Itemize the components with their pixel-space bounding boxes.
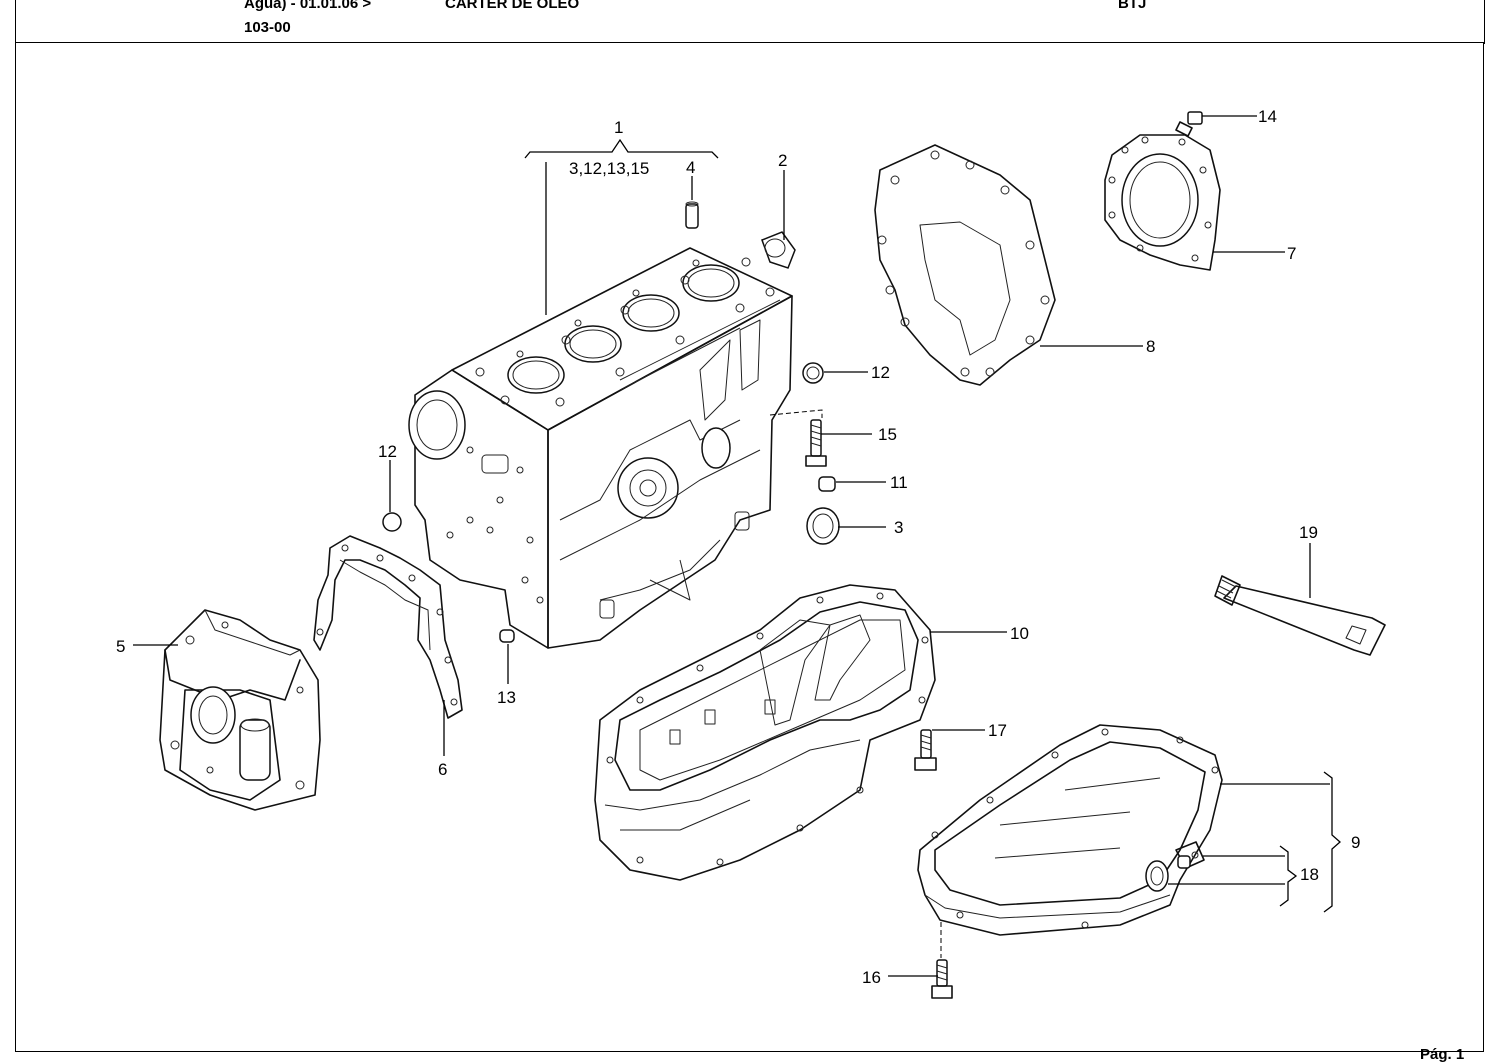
callout-3: 3: [894, 518, 903, 537]
rear-seal-housing-part[interactable]: [1104, 134, 1221, 271]
callout-10: 10: [1010, 624, 1029, 643]
frame-border-left-top: [15, 0, 16, 44]
lower-oil-pan-part[interactable]: [917, 724, 1223, 936]
dashdot-line-15: [769, 409, 823, 418]
bolt-14-part[interactable]: [1175, 111, 1203, 137]
frame-border-right-top: [1484, 0, 1485, 44]
callout-7: 7: [1287, 244, 1296, 263]
diagram-frame: [15, 42, 1484, 1052]
callout-18: 18: [1300, 865, 1319, 884]
callout-bracket-18: [1279, 845, 1298, 907]
callout-bracket-9: [1323, 771, 1341, 913]
callout-14: 14: [1258, 107, 1277, 126]
callout-bracket-1: [524, 138, 719, 159]
engine-block-part[interactable]: [408, 247, 793, 649]
callout-11: 11: [890, 473, 908, 492]
bolt-16-part[interactable]: [931, 959, 953, 999]
callout-15: 15: [878, 425, 897, 444]
drain-plug-18-part[interactable]: [1145, 841, 1205, 892]
page-header: Água) - 01.01.06 > 103-00 CARTER DE ÓLEO…: [0, 0, 1500, 44]
callout-5: 5: [116, 637, 125, 656]
dowel-pin-part[interactable]: [685, 201, 699, 229]
callout-1: 1: [614, 118, 623, 137]
front-cover-gasket-part[interactable]: [313, 535, 463, 719]
oil-seal-plug-part[interactable]: [761, 231, 796, 269]
callout-8: 8: [1146, 337, 1155, 356]
callout-17: 17: [988, 721, 1007, 740]
sealant-tube-part[interactable]: [1214, 575, 1386, 656]
expansion-plug-12-right-part[interactable]: [802, 362, 824, 384]
callout-12-right: 12: [871, 363, 890, 382]
page-number: Pág. 1: [1420, 1046, 1465, 1063]
breadcrumb-line-2: 103-00: [244, 19, 291, 36]
callout-13: 13: [497, 688, 516, 707]
section-title: CARTER DE ÓLEO: [445, 0, 580, 12]
callout-1-subitems: 3,12,13,15: [569, 159, 649, 178]
leader-lines-18: [1168, 855, 1285, 885]
callout-12-left: 12: [378, 442, 397, 461]
callout-9: 9: [1351, 833, 1360, 852]
expansion-plug-12-left-part[interactable]: [382, 512, 402, 532]
callout-2: 2: [778, 151, 787, 170]
callout-4: 4: [686, 158, 695, 177]
rear-plate-gasket-part[interactable]: [874, 144, 1056, 386]
seal-ring-3-part[interactable]: [806, 507, 840, 545]
engine-code: BTJ: [1118, 0, 1147, 12]
bolt-15-part[interactable]: [805, 419, 827, 467]
callout-6: 6: [438, 760, 447, 779]
callout-16: 16: [862, 968, 881, 987]
upper-oil-pan-part[interactable]: [594, 584, 936, 881]
dowel-13-part[interactable]: [499, 629, 515, 643]
bolt-17-part[interactable]: [914, 729, 937, 771]
breadcrumb-line-1: Água) - 01.01.06 >: [244, 0, 372, 12]
callout-19: 19: [1299, 523, 1318, 542]
front-cover-housing-part[interactable]: [159, 609, 321, 811]
dowel-11-part[interactable]: [818, 476, 836, 492]
